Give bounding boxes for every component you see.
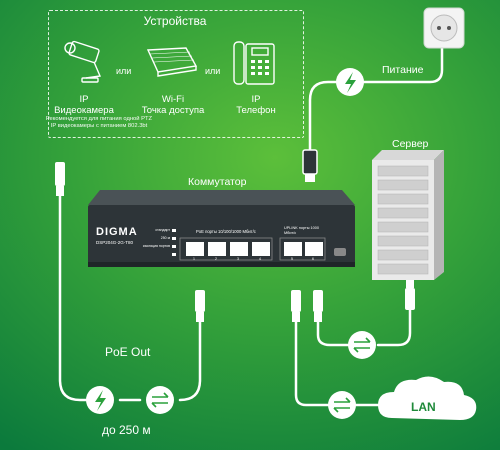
switch-port-3: 3 (237, 257, 239, 261)
phone-label-line2: Телефон (236, 105, 276, 116)
poe-data-exchange-icon (146, 386, 174, 414)
power-outlet-icon (423, 7, 465, 49)
switch-uplink-label: UPLINK порты 1000 Мбит/с (284, 226, 319, 235)
cable-server-b (376, 308, 412, 347)
camera-note: Рекомендуется для питания одной PTZ IP в… (45, 116, 153, 129)
ap-label-line2: Точка доступа (141, 105, 205, 116)
rj45-plug-uplink-1-icon (291, 290, 301, 322)
power-label: Питание (382, 64, 424, 76)
switch-led-1: стандарт (155, 228, 170, 232)
server-data-exchange-icon (348, 331, 376, 359)
power-jack-icon (334, 248, 346, 256)
power-plug-icon (302, 149, 318, 182)
switch-port-6: 6 (312, 257, 314, 261)
rj45-plug-poe-port-icon (195, 290, 205, 322)
switch-port-2: 2 (215, 257, 217, 261)
power-lightning-icon (336, 68, 364, 96)
lan-data-exchange-icon (328, 391, 356, 419)
rj45-plug-uplink-2-icon (313, 290, 323, 322)
camera-icon (64, 40, 102, 83)
switch-brand: DIGMA (96, 226, 138, 238)
ap-label: Wi-Fi Точка доступа (138, 94, 208, 116)
server-icon (372, 150, 444, 280)
switch-device (88, 190, 355, 267)
switch-poe-ports-label: PoE порты 10/100/1000 Мбит/с (196, 229, 256, 234)
ap-label-line1: Wi-Fi (161, 94, 185, 105)
switch-led-3: изоляция портов (142, 244, 170, 248)
cable-power-b (358, 46, 444, 84)
uplink-ports (279, 237, 326, 261)
devices-title: Устройства (143, 14, 207, 28)
lan-cloud-icon (378, 376, 477, 420)
or-separator-1: или (116, 66, 132, 76)
distance-label: до 250 м (102, 423, 151, 437)
ip-phone-icon (233, 41, 275, 85)
camera-label: IP Видеокамера (54, 94, 114, 116)
cable-poe-right (178, 320, 202, 402)
or-separator-2: или (205, 66, 221, 76)
cable-power-a (308, 80, 344, 152)
camera-label-line2: Видеокамера (54, 105, 114, 116)
switch-port-4: 4 (259, 257, 261, 261)
cable-server-a (316, 316, 350, 347)
switch-label: Коммутатор (188, 176, 247, 188)
poe-ports (179, 237, 273, 261)
wifi-access-point-icon (146, 47, 198, 77)
switch-port-5: 5 (291, 257, 293, 261)
phone-label: IP Телефон (228, 94, 284, 116)
switch-led-2: 250 м (160, 236, 170, 240)
cable-poe-left (58, 194, 102, 402)
cable-lan-a (294, 316, 330, 407)
lan-label: LAN (411, 400, 436, 414)
cable-lines (58, 46, 444, 407)
devices-box (48, 10, 304, 138)
switch-model: DSP204G-2G-T80 (96, 240, 134, 245)
rj45-plug-left-icon (55, 162, 65, 196)
switch-port-1: 1 (193, 257, 195, 261)
camera-label-line1: IP (79, 94, 89, 105)
poe-out-label: PoE Out (105, 345, 151, 359)
phone-label-line1: IP (251, 94, 261, 105)
rj45-plug-server-icon (405, 280, 415, 310)
poe-lightning-icon (86, 386, 114, 414)
server-label: Сервер (392, 138, 429, 150)
